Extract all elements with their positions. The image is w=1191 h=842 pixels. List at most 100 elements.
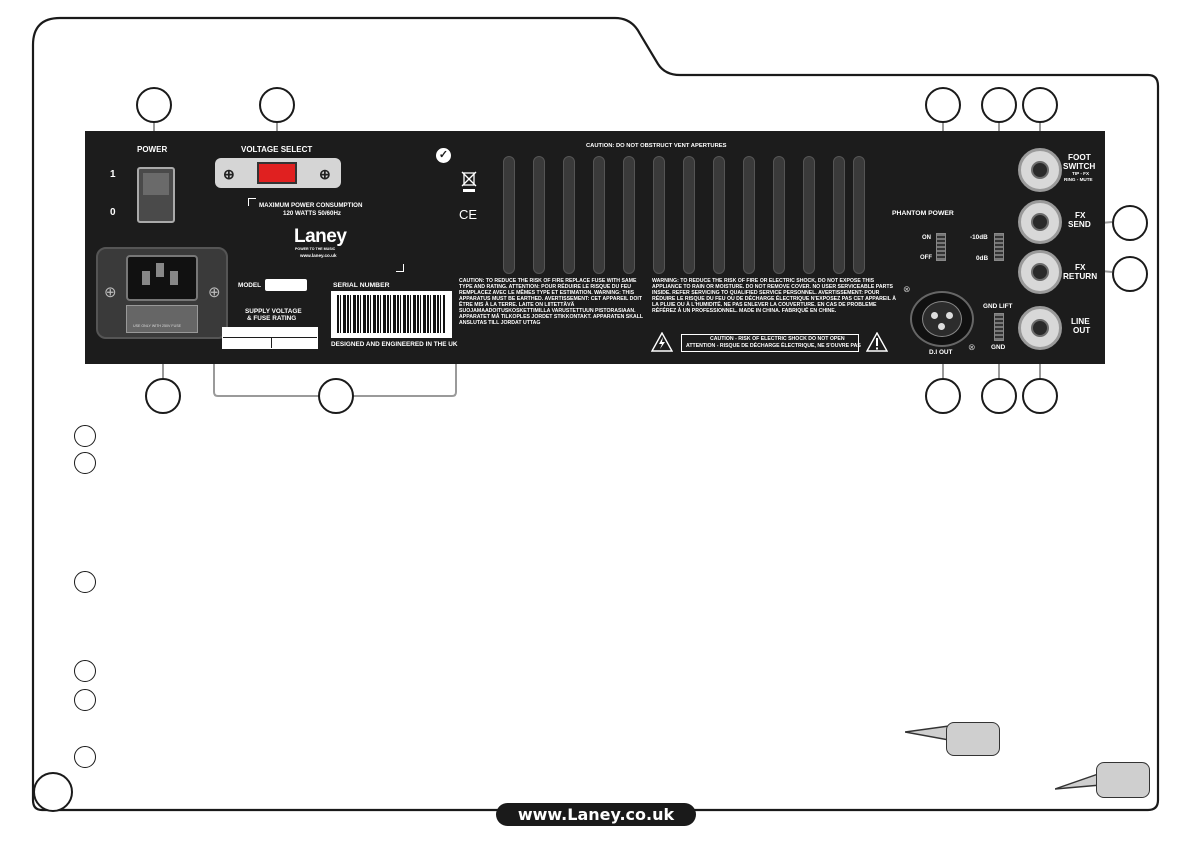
lightning-warning-icon: [651, 332, 673, 352]
list-bullet-circle: [74, 689, 96, 711]
fx-send-line2: SEND: [1068, 220, 1091, 229]
vent-slot: [653, 156, 665, 274]
foot-switch-line3: TIP - FX: [1072, 171, 1090, 176]
speech-bubble: [946, 722, 1000, 756]
brand-tagline: POWER TO THE MUSIC: [295, 247, 336, 251]
line-out-line1: LINE: [1071, 317, 1090, 326]
corner-mark: [396, 264, 404, 272]
fuse-warning-text: CAUTION: TO REDUCE THE RISK OF FIRE REPL…: [459, 278, 643, 326]
vent-slot: [773, 156, 785, 274]
serial-barcode: [331, 291, 452, 338]
callout-circle: [1022, 378, 1058, 414]
laney-logo: Laney: [294, 226, 347, 247]
model-label: MODEL: [238, 282, 262, 289]
callout-circle: [925, 87, 961, 123]
foot-switch-line4: RING - MUTE: [1064, 177, 1093, 182]
pad-minus10-mark: -10dB: [970, 234, 988, 241]
voltage-selector-switch[interactable]: [257, 162, 297, 184]
list-bullet-circle: [74, 452, 96, 474]
callout-circle: [145, 378, 181, 414]
phantom-on-mark: ON: [922, 235, 931, 241]
supply-voltage-table: [222, 327, 318, 349]
vent-slot: [833, 156, 845, 274]
callout-circle: [981, 378, 1017, 414]
speech-bubble: [1096, 762, 1150, 798]
vent-slot: [563, 156, 575, 274]
power-off-mark: 0: [110, 207, 116, 218]
screw-icon: ⊗: [968, 342, 976, 352]
shock-caution-box: CAUTION - RISK OF ELECTRIC SHOCK DO NOT …: [681, 334, 861, 352]
power-switch[interactable]: [137, 167, 175, 223]
callout-circle: [136, 87, 172, 123]
fx-return-line1: FX: [1075, 263, 1086, 272]
phantom-off-mark: OFF: [920, 255, 932, 261]
phantom-power-switch[interactable]: [936, 233, 946, 261]
pad-0db-mark: 0dB: [976, 255, 989, 262]
callout-circle: [1112, 256, 1148, 292]
gnd-lift-switch[interactable]: [994, 313, 1004, 341]
di-out-xlr[interactable]: [910, 291, 974, 347]
voltage-select-plate: ⊕ ⊕: [215, 158, 341, 188]
vent-slot: [713, 156, 725, 274]
screw-icon: ⊕: [319, 166, 331, 182]
bubble-tail: [1055, 772, 1101, 790]
power-label: POWER: [137, 145, 168, 154]
supply-voltage-line1: SUPPLY VOLTAGE: [245, 308, 302, 315]
foot-switch-jack[interactable]: [1018, 148, 1062, 192]
vent-slot: [743, 156, 755, 274]
max-power-line2: 120 WATTS 50/60Hz: [283, 210, 342, 217]
line-out-jack[interactable]: [1018, 306, 1062, 350]
di-out-label: D.I OUT: [929, 349, 953, 356]
line-out-line2: OUT: [1073, 326, 1091, 335]
phantom-power-label: PHANTOM POWER: [892, 210, 954, 217]
corner-mark: [248, 198, 256, 206]
screw-icon: ⊕: [223, 166, 235, 182]
screw-icon: ⊗: [903, 284, 911, 294]
page-number-circle: [33, 772, 73, 812]
fx-return-jack[interactable]: [1018, 250, 1062, 294]
vent-slot: [533, 156, 545, 274]
fx-send-line1: FX: [1075, 211, 1086, 220]
weee-bin-icon: [461, 171, 477, 192]
vent-slot: [683, 156, 695, 274]
pad-switch[interactable]: [994, 233, 1004, 261]
vent-slot: [503, 156, 515, 274]
iec-socket: [126, 255, 198, 301]
list-bullet-circle: [74, 425, 96, 447]
vent-slot: [623, 156, 635, 274]
vent-slot: [853, 156, 865, 274]
shock-warning-text: WARNING: TO REDUCE THE RISK OF FIRE OR E…: [652, 278, 897, 314]
list-bullet-circle: [74, 571, 96, 593]
gnd-lift-label: GND LIFT: [983, 303, 1013, 310]
brand-web: www.laney.co.uk: [300, 253, 337, 258]
callout-circle: [925, 378, 961, 414]
fx-send-jack[interactable]: [1018, 200, 1062, 244]
power-on-mark: 1: [110, 169, 116, 180]
bubble-tail: [905, 725, 949, 741]
list-bullet-circle: [74, 660, 96, 682]
callout-circle: [1112, 205, 1148, 241]
screw-icon: ⊕: [104, 284, 117, 301]
list-bullet-circle: [74, 746, 96, 768]
callout-circle: [1022, 87, 1058, 123]
max-power-line1: MAXIMUM POWER CONSUMPTION: [259, 202, 363, 209]
designed-in-uk: DESIGNED AND ENGINEERED IN THE UK: [331, 341, 458, 348]
foot-switch-line2: SWITCH: [1063, 162, 1096, 171]
exclamation-warning-icon: [866, 332, 888, 352]
vent-slot: [593, 156, 605, 274]
fuse-holder-text: USE ONLY WITH 250V FUSE: [133, 324, 181, 328]
ce-mark: CE: [459, 207, 478, 222]
voltage-select-label: VOLTAGE SELECT: [241, 145, 313, 154]
fx-return-line2: RETURN: [1063, 272, 1098, 281]
approval-check-icon: ✓: [436, 148, 451, 163]
gnd-label: GND: [991, 344, 1006, 351]
screw-icon: ⊕: [208, 284, 221, 301]
callout-circle: [981, 87, 1017, 123]
fuse-holder[interactable]: USE ONLY WITH 250V FUSE: [126, 305, 198, 333]
footer-url[interactable]: www.Laney.co.uk: [496, 803, 696, 826]
supply-voltage-line2: & FUSE RATING: [247, 315, 297, 322]
mains-inlet[interactable]: ⊕ ⊕ USE ONLY WITH 250V FUSE: [96, 247, 228, 339]
caution-box-line2: ATTENTION - RISQUE DE DÉCHARGE ÉLECTRIQU…: [686, 343, 861, 349]
callout-circle: [259, 87, 295, 123]
